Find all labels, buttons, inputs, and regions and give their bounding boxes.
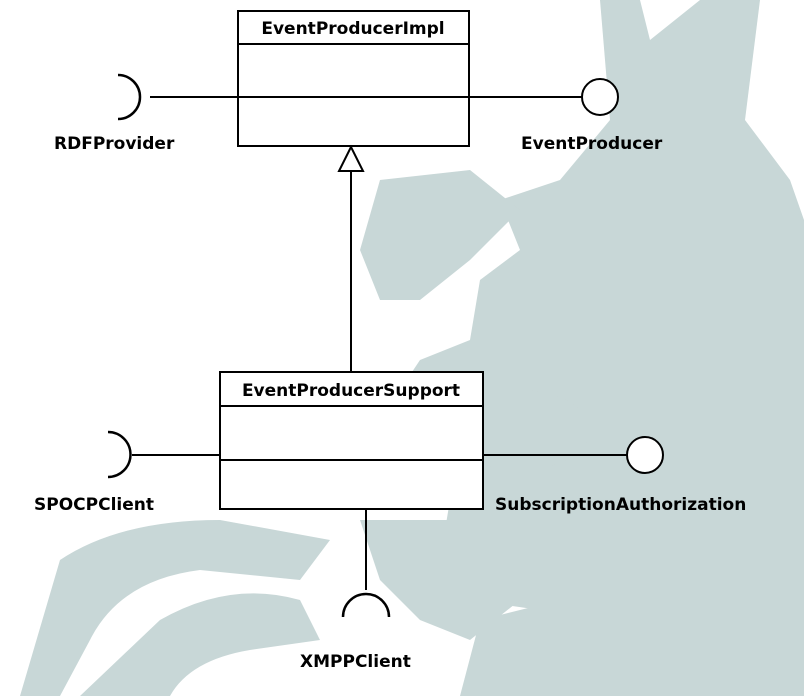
rdfprovider-socket-icon xyxy=(118,75,140,119)
eventproducer-lollipop-icon xyxy=(582,79,618,115)
subscriptionauthorization-label: SubscriptionAuthorization xyxy=(495,495,746,515)
interface-spocpclient[interactable]: SPOCPClient xyxy=(34,432,220,515)
class-eventproducersupport[interactable]: EventProducerSupport xyxy=(220,372,483,509)
spocpclient-socket-icon xyxy=(108,432,131,477)
class-eventproducerimpl-name: EventProducerImpl xyxy=(261,19,444,39)
rdfprovider-label: RDFProvider xyxy=(54,134,175,154)
generalization-arrow xyxy=(339,147,363,372)
eventproducer-label: EventProducer xyxy=(521,134,663,154)
class-eventproducerimpl[interactable]: EventProducerImpl xyxy=(238,11,469,146)
xmppclient-socket-icon xyxy=(343,594,389,617)
spocpclient-label: SPOCPClient xyxy=(34,495,154,515)
generalization-arrowhead-icon xyxy=(339,147,363,171)
subscriptionauthorization-lollipop-icon xyxy=(627,437,663,473)
interface-rdfprovider[interactable]: RDFProvider xyxy=(54,75,238,154)
xmppclient-label: XMPPClient xyxy=(300,652,411,672)
class-eventproducersupport-name: EventProducerSupport xyxy=(242,381,460,401)
